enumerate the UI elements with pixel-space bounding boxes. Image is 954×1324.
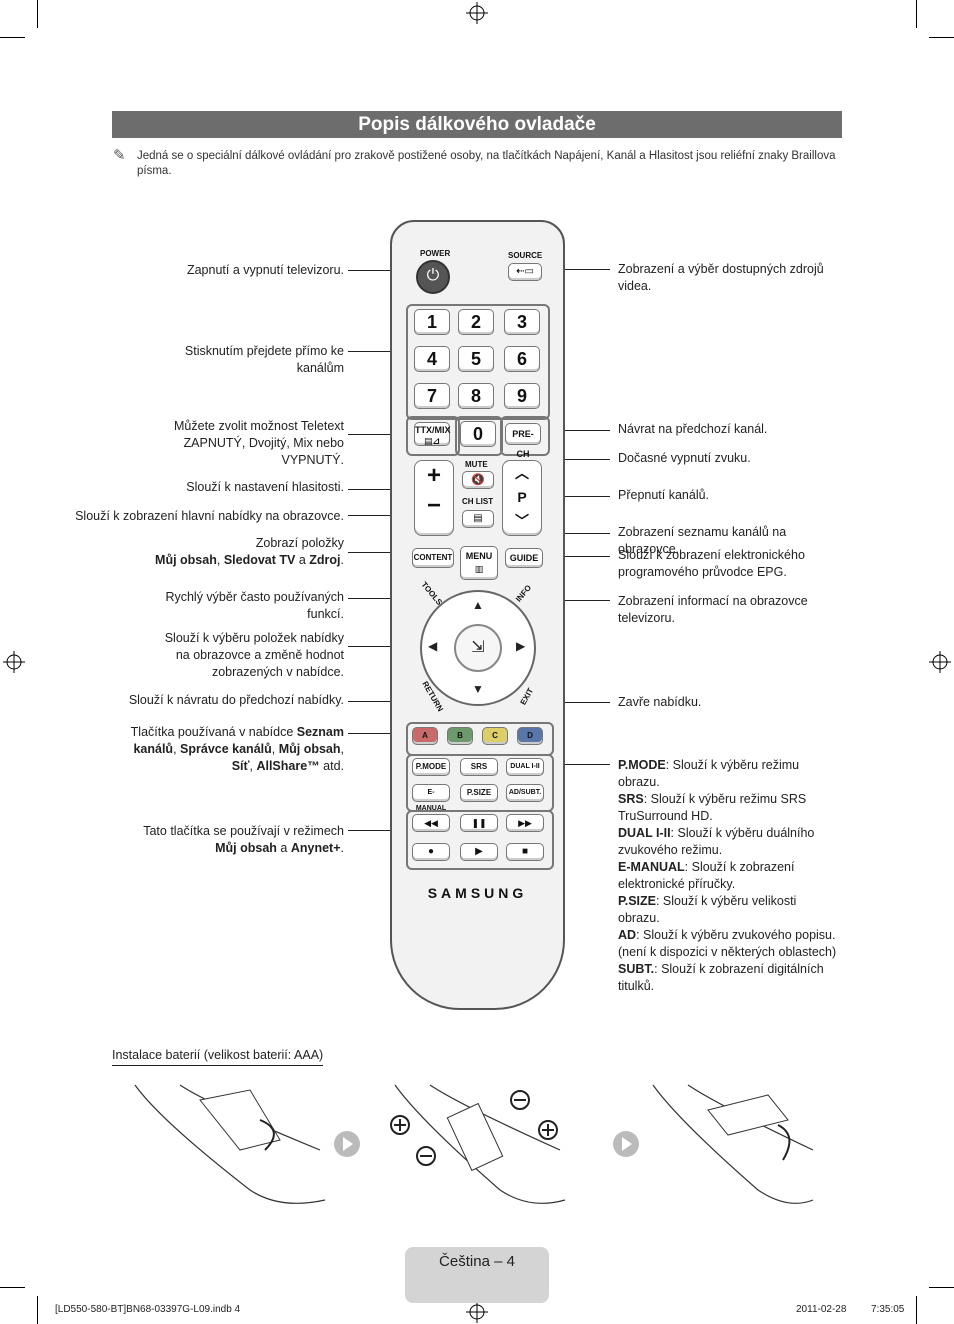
- label-mute: Dočasné vypnutí zvuku.: [618, 451, 751, 465]
- arrow-down-icon: ▼: [472, 682, 484, 696]
- color-button-c: C: [482, 727, 508, 745]
- enter-button: ⇲: [454, 624, 502, 672]
- stop-button: ■: [506, 843, 544, 861]
- label-tools: Rychlý výběr často používaných funkcí.: [165, 590, 344, 621]
- label-power: Zapnutí a vypnutí televizoru.: [186, 263, 344, 277]
- arrow-right-icon: [334, 1131, 360, 1157]
- footer-file: [LD550-580-BT]BN68-03397G-L09.indb 4: [55, 1304, 241, 1315]
- digit-3-button: 3: [504, 309, 540, 335]
- digit-7-button: 7: [414, 383, 450, 409]
- digit-1-button: 1: [414, 309, 450, 335]
- battery-title: Instalace baterií (velikost baterií: AAA…: [112, 1048, 324, 1066]
- volume-rocker: +−: [414, 460, 454, 536]
- channel-rocker: ︿P﹀: [502, 460, 542, 536]
- battery-step-3-illustration: [652, 1084, 814, 1204]
- source-button: ⇠▭: [508, 263, 542, 281]
- mute-text: MUTE: [465, 460, 488, 469]
- label-chlist: Zobrazení seznamu kanálů na obrazovce.: [618, 525, 787, 556]
- psize-button: P.SIZE: [460, 784, 498, 802]
- digit-0-button: 0: [460, 421, 496, 447]
- registration-mark-icon: [466, 2, 488, 24]
- note-pencil-icon: ✎: [113, 147, 126, 164]
- info-text: INFO: [513, 583, 534, 604]
- digit-9-button: 9: [504, 383, 540, 409]
- label-channel: Přepnutí kanálů.: [618, 488, 710, 502]
- arrow-left-icon: ◀: [428, 639, 438, 653]
- guide-button: GUIDE: [505, 548, 543, 568]
- chlist-text: CH LIST: [462, 497, 494, 506]
- power-text: POWER: [420, 249, 451, 258]
- arrow-right-icon: [613, 1131, 639, 1157]
- content-button: CONTENT: [412, 548, 454, 568]
- battery-step-1-illustration: [134, 1084, 326, 1204]
- remote-control-illustration: POWER ⏻ SOURCE ⇠▭ 1 2 3 4 5 6 7 8 9 TTX/…: [390, 220, 565, 1010]
- label-content: Zobrazí položky Můj obsah, Sledovat TV a…: [155, 536, 344, 567]
- label-numbers: Stisknutím přejdete přímo ke kanálům: [184, 344, 344, 375]
- battery-step-2-illustration: [390, 1084, 566, 1204]
- label-media: Tato tlačítka se používají v režimech Mů…: [143, 824, 344, 855]
- page-title: Popis dálkového ovladače: [112, 111, 842, 138]
- label-prech: Návrat na předchozí kanál.: [618, 422, 768, 436]
- arrow-right-icon: ▶: [516, 639, 526, 653]
- color-button-a: A: [412, 727, 438, 745]
- digit-6-button: 6: [504, 346, 540, 372]
- adsubt-button: AD/SUBT.: [506, 784, 544, 802]
- digit-5-button: 5: [458, 346, 494, 372]
- dual-button: DUAL I-II: [506, 758, 544, 776]
- note-text: Jedná se o speciální dálkové ovládání pr…: [137, 150, 836, 177]
- registration-mark-icon: [3, 651, 25, 673]
- ttx-mix-button: TTX/MIX▤⊿: [414, 422, 451, 446]
- page-number-tab: Čeština – 4: [405, 1247, 549, 1303]
- registration-mark-icon: [466, 1301, 488, 1323]
- mute-button: 🔇: [462, 471, 494, 489]
- label-menu: Slouží k zobrazení hlavní nabídky na obr…: [75, 509, 344, 523]
- menu-button: MENU▥: [460, 546, 498, 580]
- navigation-ring: [420, 590, 536, 706]
- registration-mark-icon: [929, 651, 951, 673]
- samsung-logo: SAMSUNG: [427, 885, 528, 901]
- fast-forward-button: ▶▶: [506, 814, 544, 832]
- footer-date: 2011-02-28: [796, 1304, 847, 1315]
- emanual-button: E-MANUAL: [412, 784, 450, 812]
- label-guide: Slouží k zobrazení elektronického progra…: [618, 548, 805, 579]
- label-source: Zobrazení a výběr dostupných zdrojů vide…: [618, 262, 824, 293]
- chlist-button: ▤: [462, 510, 494, 528]
- rewind-button: ◀◀: [412, 814, 450, 832]
- label-color-buttons: Tlačítka používaná v nabídce Seznam kaná…: [130, 725, 344, 773]
- label-return: Slouží k návratu do předchozí nabídky.: [128, 693, 344, 707]
- srs-button: SRS: [460, 758, 498, 776]
- color-button-d: D: [517, 727, 543, 745]
- power-button: ⏻: [416, 260, 450, 294]
- color-button-b: B: [447, 727, 473, 745]
- label-function-buttons: P.MODE: Slouží k výběru režimu obrazu. S…: [618, 758, 837, 993]
- record-button: ●: [412, 843, 450, 861]
- label-info: Zobrazení informací na obrazovce televiz…: [618, 594, 808, 625]
- source-text: SOURCE: [508, 251, 543, 260]
- label-volume: Slouží k nastavení hlasitosti.: [186, 480, 344, 494]
- digit-2-button: 2: [458, 309, 494, 335]
- pause-button: ❚❚: [460, 814, 498, 832]
- label-nav: Slouží k výběru položek nabídky na obraz…: [164, 631, 344, 679]
- label-exit: Zavře nabídku.: [618, 695, 702, 709]
- arrow-up-icon: ▲: [472, 598, 484, 612]
- digit-8-button: 8: [458, 383, 494, 409]
- play-button: ▶: [460, 843, 498, 861]
- prech-button: PRE-CH: [505, 423, 541, 459]
- footer-time: 7:35:05: [871, 1304, 905, 1315]
- exit-text: EXIT: [518, 686, 536, 707]
- digit-4-button: 4: [414, 346, 450, 372]
- pmode-button: P.MODE: [412, 758, 450, 776]
